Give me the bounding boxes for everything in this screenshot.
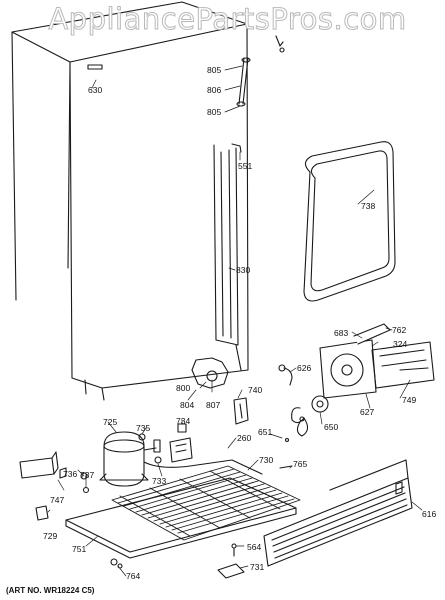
fan-housing — [319, 323, 435, 399]
defrost-assembly — [191, 357, 293, 425]
part-label-733: 733 — [152, 476, 167, 486]
part-label-730: 730 — [259, 455, 274, 465]
part-label-260: 260 — [237, 433, 252, 443]
part-label-740: 740 — [248, 385, 263, 395]
part-label-650: 650 — [324, 422, 339, 432]
mounting-bracket — [19, 451, 90, 521]
small-hardware — [110, 465, 293, 579]
part-label-805-top: 805 — [207, 65, 222, 75]
hinge-hardware — [231, 35, 285, 153]
compressor — [99, 431, 162, 487]
part-label-630: 630 — [88, 85, 103, 95]
cabinet — [11, 1, 249, 401]
part-label-804: 804 — [180, 400, 195, 410]
condenser-coil — [111, 465, 301, 541]
part-label-800: 800 — [176, 383, 191, 393]
part-label-729: 729 — [43, 531, 58, 541]
door-gasket — [303, 141, 396, 302]
part-label-751: 751 — [72, 544, 87, 554]
leader-lines — [47, 65, 423, 577]
part-label-806: 806 — [207, 85, 222, 95]
part-label-734: 734 — [176, 416, 191, 426]
part-label-735: 735 — [136, 423, 151, 433]
watermark-text: AppliancePartsPros.com — [48, 2, 407, 37]
part-label-324: 324 — [393, 339, 408, 349]
part-label-830: 830 — [236, 265, 251, 275]
part-label-651: 651 — [258, 427, 273, 437]
part-label-765: 765 — [293, 459, 308, 469]
part-label-616: 616 — [422, 509, 437, 519]
part-label-764: 764 — [126, 571, 141, 581]
rear-grille — [263, 459, 413, 567]
part-label-626: 626 — [297, 363, 312, 373]
fan-motor — [284, 395, 329, 443]
part-label-627: 627 — [360, 407, 375, 417]
part-label-738: 738 — [361, 201, 376, 211]
part-label-749: 749 — [402, 395, 417, 405]
part-label-564: 564 — [247, 542, 262, 552]
cabinet-clip — [87, 64, 103, 70]
part-label-807: 807 — [206, 400, 221, 410]
part-label-736: 736 — [63, 469, 78, 479]
part-label-551: 551 — [238, 161, 253, 171]
art-number: (ART NO. WR18224 C5) — [6, 586, 95, 595]
part-label-737: 737 — [80, 470, 95, 480]
part-label-805-bottom: 805 — [207, 107, 222, 117]
part-label-725: 725 — [103, 417, 118, 427]
relay-block — [169, 423, 193, 463]
part-label-747: 747 — [50, 495, 65, 505]
part-label-762: 762 — [392, 325, 407, 335]
part-label-683: 683 — [334, 328, 349, 338]
part-label-731: 731 — [250, 562, 265, 572]
refrigerant-tubing — [143, 459, 263, 475]
